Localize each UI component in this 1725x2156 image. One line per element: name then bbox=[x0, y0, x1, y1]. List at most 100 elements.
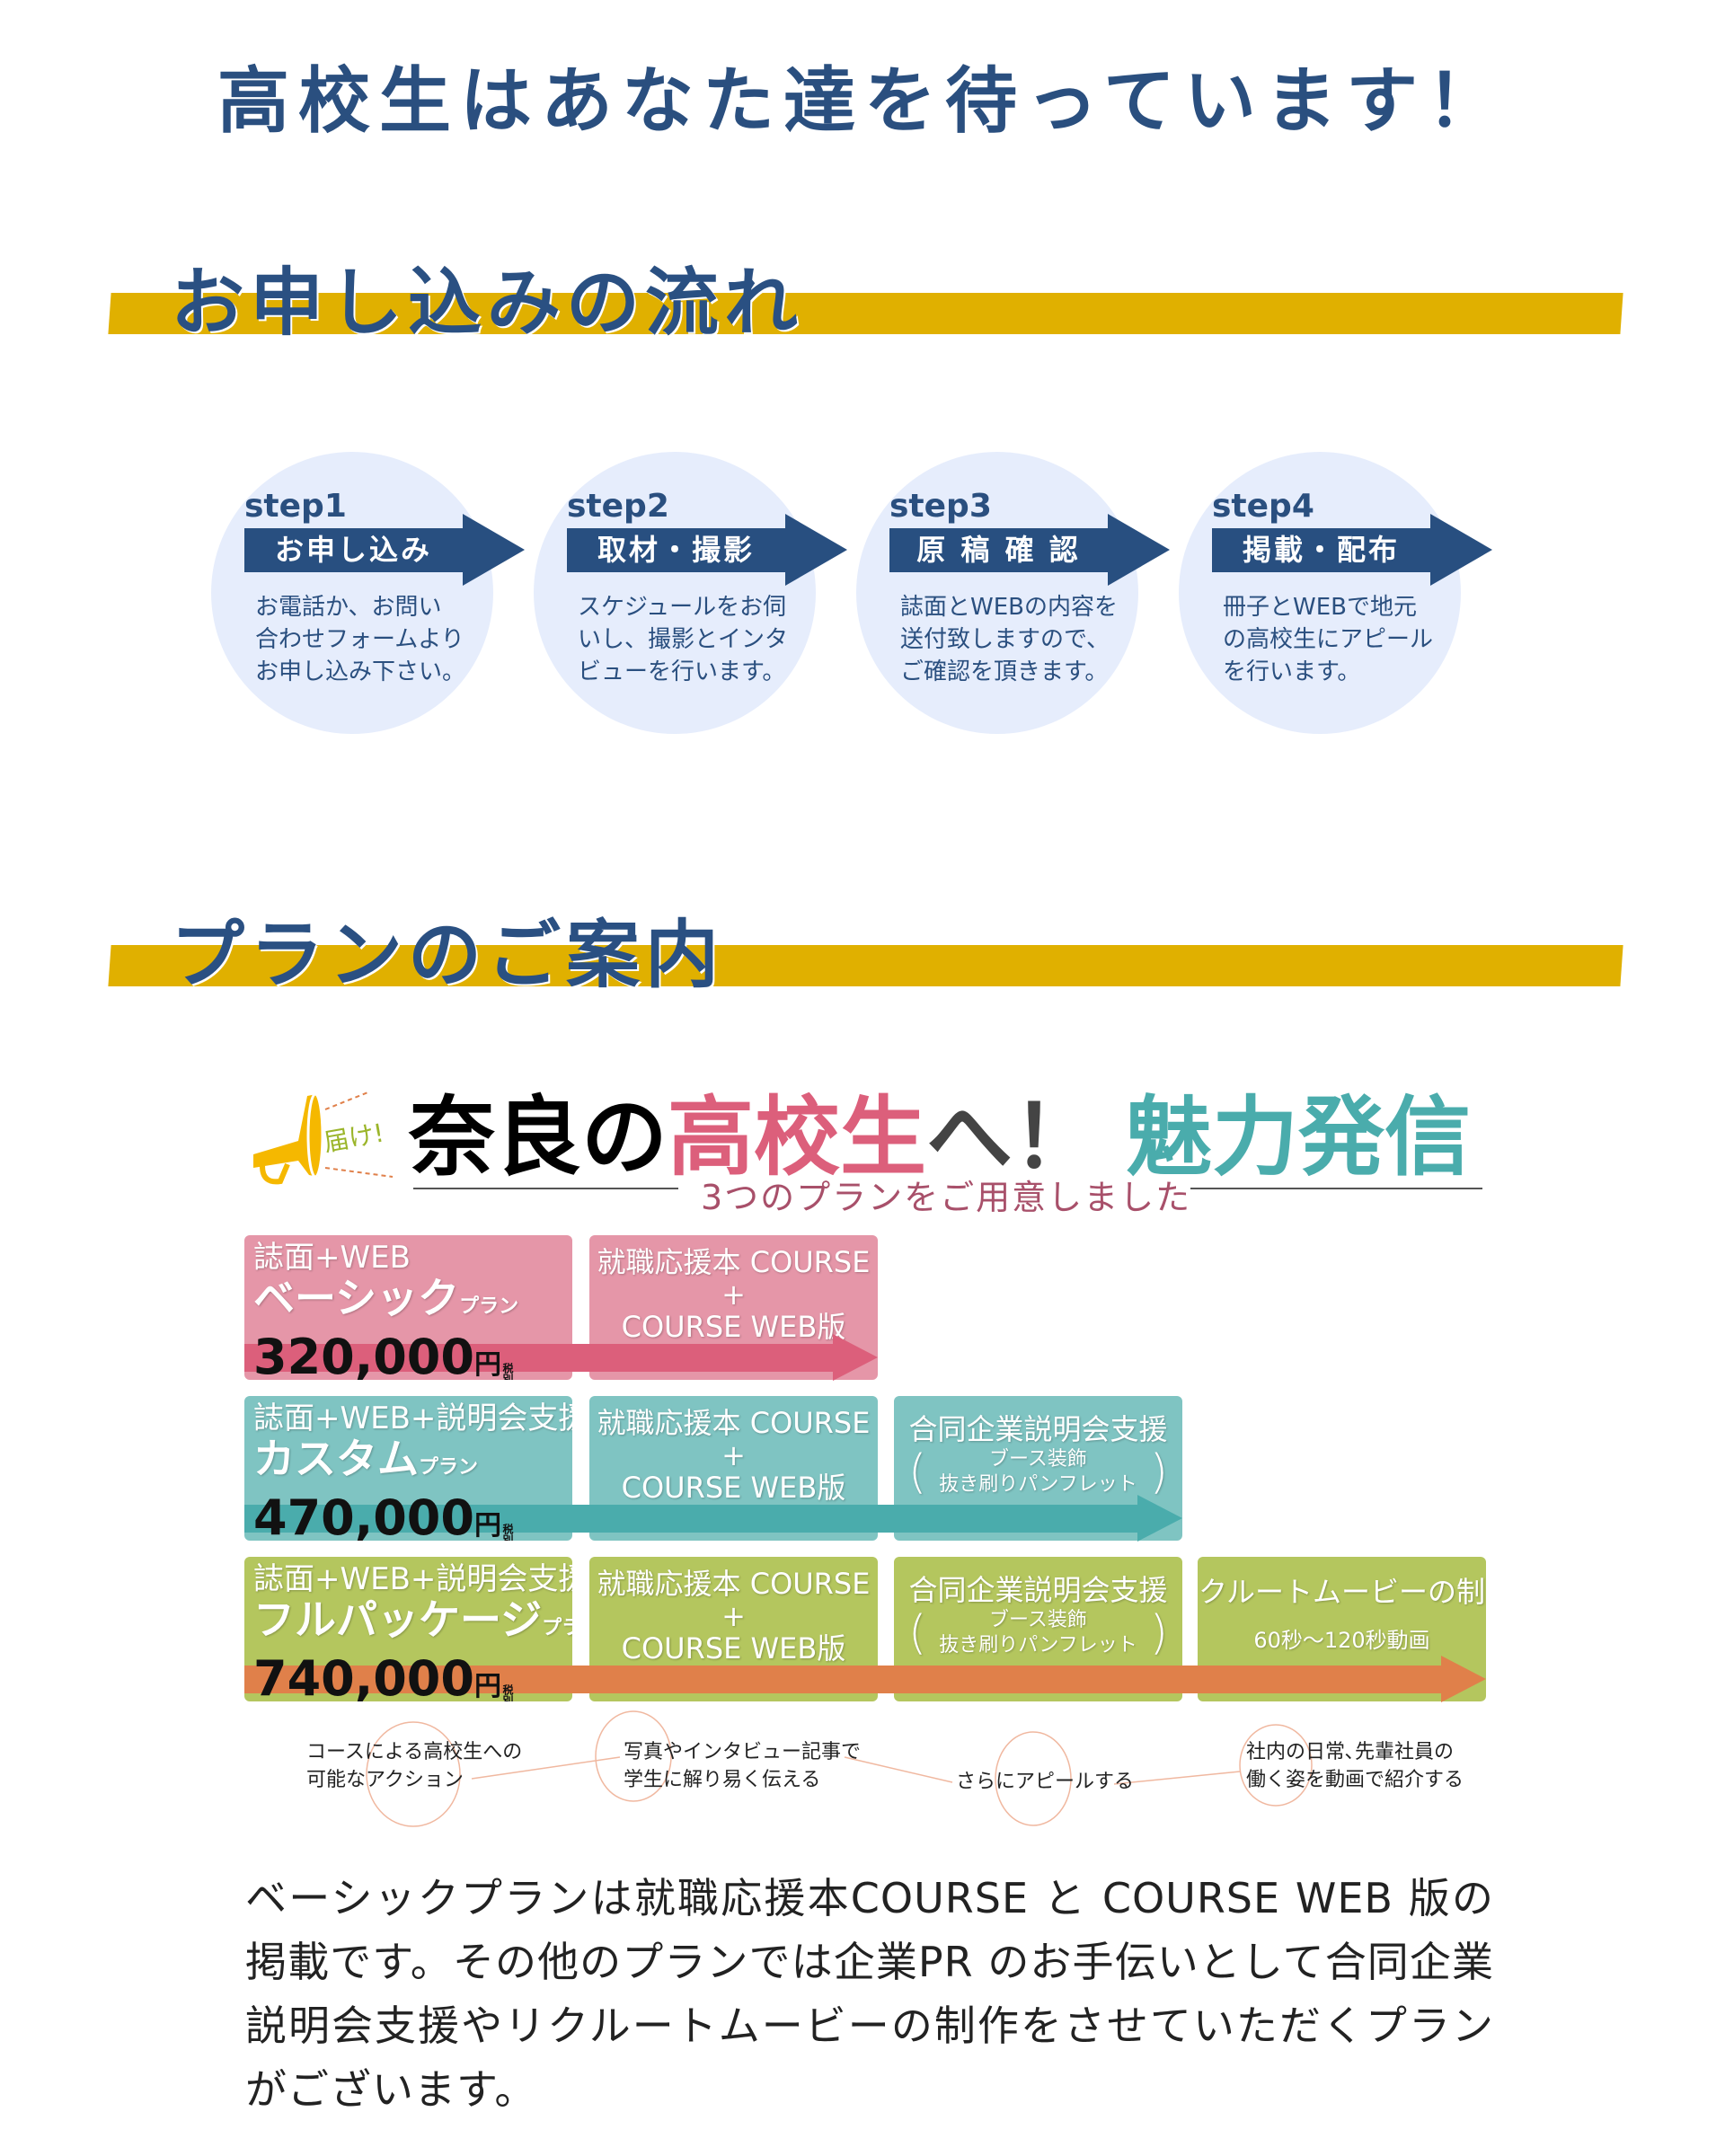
plan-name: ベーシックプラン bbox=[244, 1275, 572, 1330]
headline-highlight: 魅力発信 bbox=[1126, 1087, 1471, 1188]
step-description: 送付致しますので、 bbox=[900, 626, 1110, 653]
plan-name-text: ベーシック bbox=[253, 1274, 460, 1322]
item-plus: + bbox=[721, 1598, 746, 1633]
arrow-right-icon bbox=[1441, 1656, 1486, 1702]
item-sub-line: 抜き刷りパンフレット bbox=[939, 1472, 1137, 1496]
price-value: 470,000 bbox=[253, 1489, 474, 1542]
megaphone-icon bbox=[253, 1091, 394, 1185]
plan-media: 誌面+WEB bbox=[253, 1240, 411, 1276]
item-sub-line: ブース装飾 bbox=[989, 1608, 1087, 1631]
step-description: お申し込み下さい。 bbox=[255, 658, 466, 685]
plan-suffix: プラン bbox=[459, 1295, 519, 1318]
arrow-right-icon bbox=[1108, 514, 1170, 586]
step-title: 取材・撮影 bbox=[567, 528, 785, 572]
step-circle bbox=[211, 452, 493, 734]
item-line: COURSE WEB版 bbox=[621, 1309, 846, 1344]
item-sub: (ブース装飾抜き刷りパンフレット) bbox=[908, 1447, 1168, 1498]
plan-name: フルパッケージプラン bbox=[244, 1596, 572, 1652]
step-title: 原 稿 確 認 bbox=[889, 528, 1108, 572]
arrow-right-icon bbox=[1430, 514, 1492, 586]
step-description: ご確認を頂きます。 bbox=[900, 658, 1109, 685]
item-line: COURSE WEB版 bbox=[621, 1470, 846, 1505]
paren: ( bbox=[907, 1605, 927, 1660]
step-circle bbox=[1179, 452, 1461, 734]
step-number: step2 bbox=[567, 488, 669, 525]
note-text: さらにアピールする bbox=[956, 1771, 1135, 1793]
plan-name-text: カスタム bbox=[253, 1435, 419, 1483]
plan-price: 470,000円税別 bbox=[244, 1489, 572, 1542]
step-circle bbox=[856, 452, 1138, 734]
step-description: を行います。 bbox=[1223, 658, 1361, 685]
item-sub-line: 60秒〜120秒動画 bbox=[1253, 1627, 1430, 1653]
plans-description: ベーシックプランは就職応援本COURSE と COURSE WEB 版の掲載です… bbox=[245, 1874, 1494, 2114]
item-line: リクルートムービーの制作 bbox=[1198, 1574, 1486, 1609]
step-description: ビューを行います。 bbox=[578, 658, 786, 685]
plan-price: 740,000円税別 bbox=[244, 1650, 572, 1702]
item-sub-list: ブース装飾抜き刷りパンフレット bbox=[939, 1608, 1137, 1658]
plan-price: 320,000円税別 bbox=[244, 1329, 572, 1381]
item-line: 就職応援本 COURSE bbox=[597, 1566, 871, 1601]
headline-part: 奈良の bbox=[409, 1087, 668, 1188]
paren: ( bbox=[907, 1445, 927, 1499]
banner-subtitle: 3つのプランをご用意しました bbox=[701, 1178, 1192, 1217]
price-tax: 税別 bbox=[500, 1362, 514, 1380]
arrow-right-icon bbox=[463, 514, 525, 586]
note-text: コースによる高校生への bbox=[306, 1741, 523, 1763]
note-text: 写真やインタビュー記事で bbox=[624, 1741, 862, 1763]
price-yen: 円 bbox=[473, 1349, 501, 1380]
price-yen: 円 bbox=[473, 1510, 501, 1541]
price-value: 740,000 bbox=[253, 1650, 474, 1702]
plan-arrow bbox=[244, 1666, 1441, 1693]
plan-media: 誌面+WEB+説明会支援+動画 bbox=[253, 1561, 572, 1597]
paren: ) bbox=[1149, 1445, 1169, 1499]
item-line: 合同企業説明会支援 bbox=[908, 1572, 1168, 1607]
step-description: お電話か、お問い bbox=[255, 594, 442, 621]
flow-heading: お申し込みの流れ bbox=[171, 261, 804, 346]
price-tax: 税別 bbox=[500, 1683, 514, 1701]
note-text: 社内の日常､先輩社員の bbox=[1246, 1741, 1455, 1763]
item-line: 就職応援本 COURSE bbox=[597, 1405, 871, 1440]
step-title: お申し込み bbox=[244, 528, 463, 572]
step-number: step3 bbox=[889, 488, 992, 525]
plan-media: 誌面+WEB+説明会支援 bbox=[253, 1401, 572, 1436]
page-title: 高校生はあなた達を待っています！ bbox=[217, 59, 1508, 143]
plan-arrow bbox=[244, 1505, 1137, 1533]
divider bbox=[413, 1188, 678, 1189]
item-line: COURSE WEB版 bbox=[621, 1630, 846, 1666]
price-tax: 税別 bbox=[500, 1523, 514, 1541]
headline-highlight: 高校生 bbox=[668, 1087, 926, 1188]
step-number: step4 bbox=[1212, 488, 1314, 525]
headline-part: へ！ bbox=[926, 1087, 1099, 1188]
note-text: 働く姿を動画で紹介する bbox=[1246, 1769, 1464, 1791]
arrow-right-icon bbox=[785, 514, 847, 586]
item-sub-line: ブース装飾 bbox=[989, 1447, 1087, 1471]
plan-suffix: プラン bbox=[542, 1617, 572, 1639]
step-description: スケジュールをお伺 bbox=[578, 594, 787, 621]
plan-suffix: プラン bbox=[419, 1456, 479, 1479]
item-line: 合同企業説明会支援 bbox=[908, 1411, 1168, 1446]
step-title: 掲載・配布 bbox=[1212, 528, 1430, 572]
step-number: step1 bbox=[244, 488, 347, 525]
step-description: 冊子とWEBで地元 bbox=[1223, 594, 1417, 621]
item-line: 就職応援本 COURSE bbox=[597, 1244, 871, 1279]
item-plus: + bbox=[721, 1437, 746, 1472]
plan-name-text: フルパッケージ bbox=[253, 1595, 543, 1644]
item-sub-line: 抜き刷りパンフレット bbox=[939, 1633, 1137, 1657]
plan-arrow bbox=[244, 1344, 833, 1372]
arrow-right-icon bbox=[1137, 1495, 1182, 1542]
price-value: 320,000 bbox=[253, 1329, 474, 1381]
step-description: 誌面とWEBの内容を bbox=[900, 594, 1118, 621]
item-sub: (ブース装飾抜き刷りパンフレット) bbox=[908, 1608, 1168, 1658]
item-sub-list: ブース装飾抜き刷りパンフレット bbox=[939, 1447, 1137, 1498]
step-description: いし、撮影とインタ bbox=[578, 626, 789, 653]
note-text: 可能なアクション bbox=[306, 1769, 464, 1791]
divider bbox=[1190, 1188, 1482, 1189]
paren: ) bbox=[1149, 1605, 1169, 1660]
step-description: 合わせフォームより bbox=[255, 626, 464, 653]
notes-decoration bbox=[366, 1710, 1313, 1827]
plans-heading: プランのご案内 bbox=[171, 913, 725, 998]
item-plus: + bbox=[721, 1277, 746, 1312]
plan-name: カスタムプラン bbox=[244, 1436, 572, 1491]
banner-headline: 奈良の高校生へ！ 魅力発信 bbox=[409, 1067, 1471, 1192]
